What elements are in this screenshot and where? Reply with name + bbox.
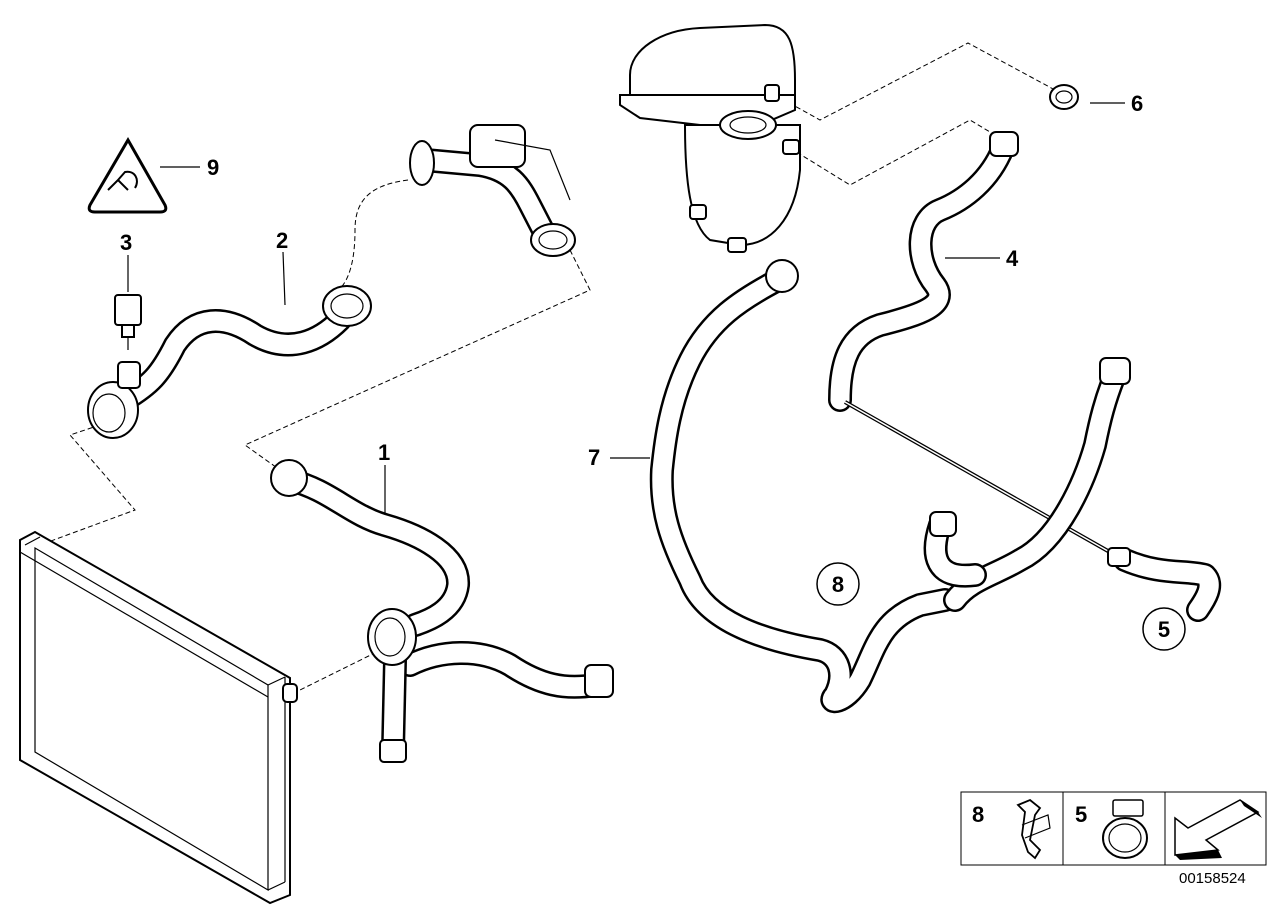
callout-2: 2 <box>276 228 288 253</box>
legend-label-8: 8 <box>972 802 984 827</box>
leader-lines <box>127 102 1125 515</box>
part-2-upper-radiator-hose[interactable] <box>87 285 372 439</box>
callout-7: 7 <box>588 445 600 470</box>
arrow-icon <box>1174 799 1262 860</box>
coolant-pipe-upper <box>409 124 576 257</box>
expansion-tank[interactable] <box>619 23 801 253</box>
part-9-warning-sign[interactable] <box>87 136 168 214</box>
legend-box: 8 5 <box>960 791 1267 866</box>
hose-clamp-icon <box>1102 799 1148 859</box>
coolant-hose-right <box>923 357 1222 622</box>
radiator[interactable] <box>19 530 298 905</box>
part-1-lower-radiator-hose[interactable] <box>270 459 614 763</box>
callouts: 9 3 2 1 6 4 7 8 5 <box>120 91 1186 651</box>
callout-9: 9 <box>207 155 219 180</box>
clip-icon <box>1016 798 1051 860</box>
callout-5-circled: 5 <box>1158 617 1170 642</box>
part-3-temperature-sensor[interactable] <box>114 294 142 350</box>
callout-6: 6 <box>1131 91 1143 116</box>
legend-label-5: 5 <box>1075 802 1087 827</box>
connection-lines <box>39 42 1056 691</box>
callout-3: 3 <box>120 230 132 255</box>
part-7-expansion-tank-hose[interactable] <box>649 259 957 714</box>
document-number: 00158524 <box>1179 870 1246 887</box>
callout-8-circled: 8 <box>832 572 844 597</box>
callout-1: 1 <box>378 440 390 465</box>
part-4-coolant-hose[interactable] <box>828 131 1116 557</box>
part-6-cap[interactable] <box>1049 84 1079 110</box>
callout-4: 4 <box>1006 246 1019 271</box>
